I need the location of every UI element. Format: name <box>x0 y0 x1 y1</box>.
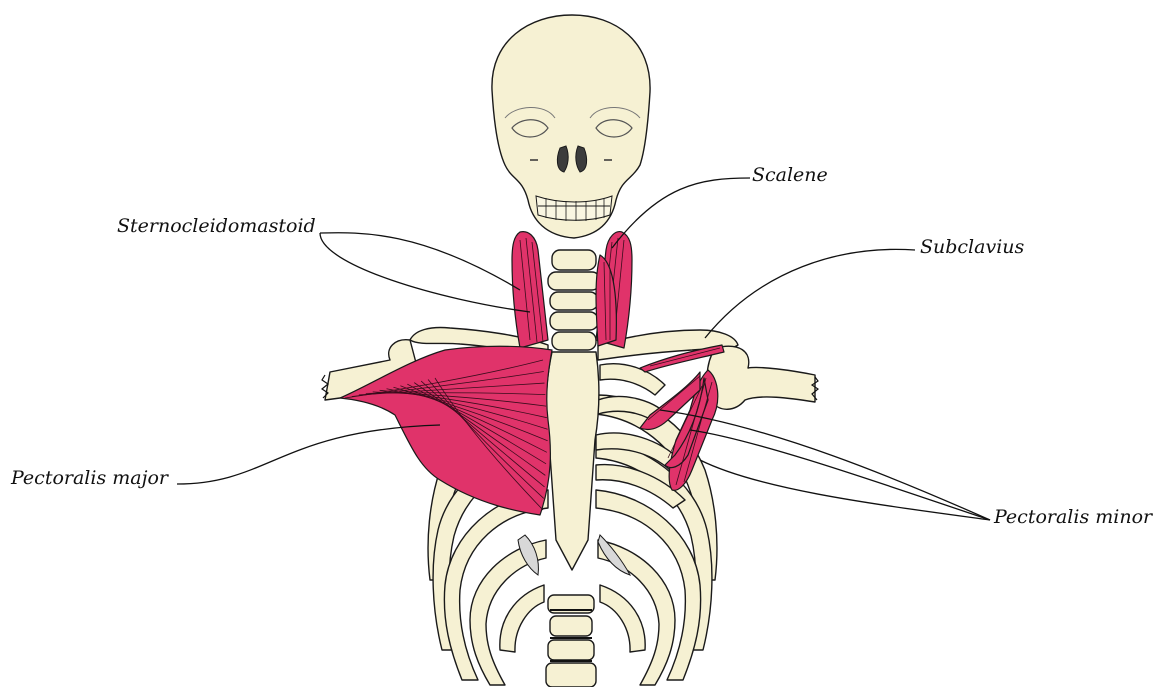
thoracic-spine <box>546 595 596 687</box>
label-scalene: Scalene <box>752 164 828 186</box>
sternum <box>546 352 599 570</box>
label-sternocleidomastoid: Sternocleidomastoid <box>117 215 316 237</box>
skull <box>492 15 650 238</box>
label-pectoralis-major: Pectoralis major <box>11 467 168 489</box>
label-subclavius: Subclavius <box>920 236 1024 258</box>
cervical-spine <box>548 250 600 350</box>
label-pectoralis-minor: Pectoralis minor <box>994 506 1152 528</box>
